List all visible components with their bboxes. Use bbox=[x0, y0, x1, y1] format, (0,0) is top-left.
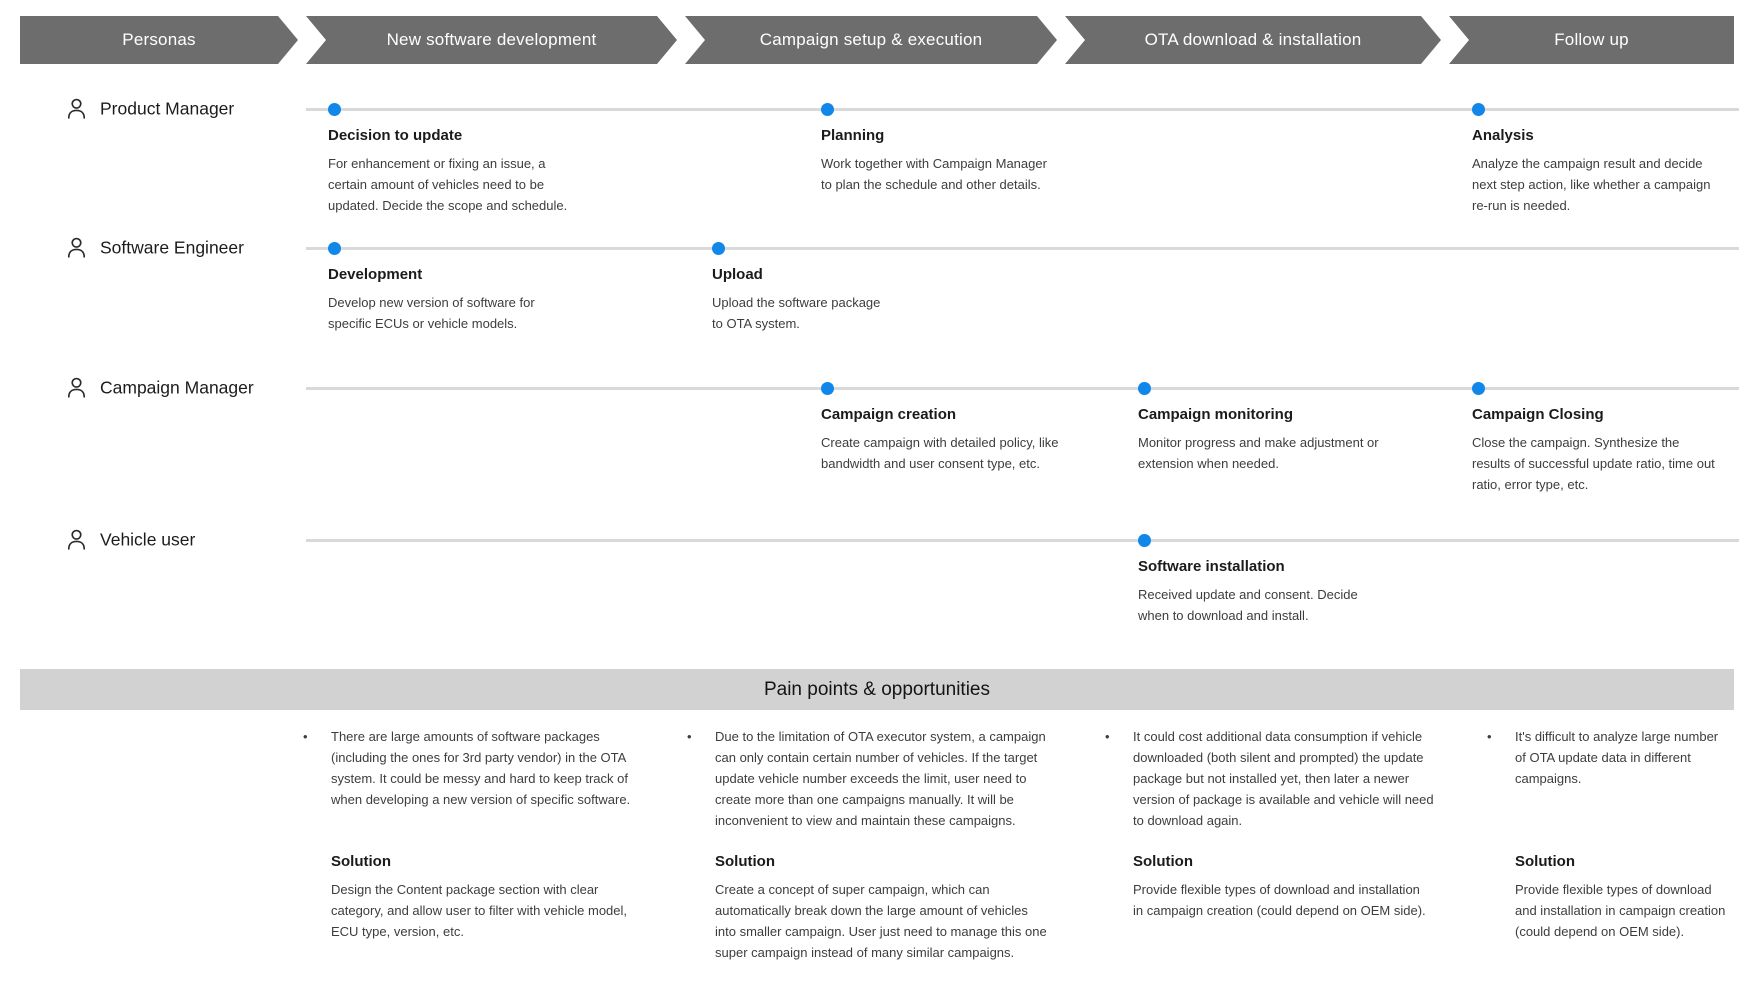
persona: Software Engineer bbox=[64, 236, 244, 261]
phase-segment-ota-download: OTA download & installation bbox=[1065, 16, 1441, 64]
person-icon bbox=[64, 236, 89, 261]
pain-column-4: • It's difficult to analyze large number… bbox=[1487, 726, 1747, 939]
milestone-dot bbox=[1138, 534, 1151, 547]
phase-segment-campaign-setup: Campaign setup & execution bbox=[685, 16, 1057, 64]
solution-heading: Solution bbox=[1133, 853, 1193, 870]
step-description: Upload the software package to OTA syste… bbox=[712, 295, 881, 331]
step-title: Analysis bbox=[1472, 127, 1534, 144]
pain-text: It's difficult to analyze large number o… bbox=[1515, 729, 1719, 786]
phase-label: Personas bbox=[122, 30, 196, 49]
step-title: Campaign Closing bbox=[1472, 406, 1604, 423]
phase-segment-follow-up: Follow up bbox=[1449, 16, 1734, 64]
bullet-icon: • bbox=[1105, 729, 1110, 744]
phase-segment-development: New software development bbox=[306, 16, 677, 64]
persona-label: Product Manager bbox=[100, 98, 235, 119]
solution-heading: Solution bbox=[331, 853, 391, 870]
person-icon bbox=[64, 376, 89, 401]
persona: Vehicle user bbox=[64, 528, 195, 553]
step-description: Develop new version of software for spec… bbox=[328, 295, 535, 331]
step-title: Campaign monitoring bbox=[1138, 406, 1293, 423]
solution-block: Solution Design the Content package sect… bbox=[331, 852, 627, 942]
person-icon bbox=[64, 528, 89, 553]
timeline-line bbox=[306, 108, 1739, 111]
persona-label: Campaign Manager bbox=[100, 377, 254, 398]
milestone-dot bbox=[1138, 382, 1151, 395]
milestone-dot bbox=[821, 382, 834, 395]
solution-text: Provide flexible types of download and i… bbox=[1515, 882, 1726, 939]
persona: Campaign Manager bbox=[64, 376, 254, 401]
solution-text: Provide flexible types of download and i… bbox=[1133, 882, 1426, 918]
pain-points-banner: Pain points & opportunities bbox=[20, 669, 1734, 710]
pain-text: There are large amounts of software pack… bbox=[331, 729, 631, 807]
bullet-icon: • bbox=[687, 729, 692, 744]
pain-column-1: • There are large amounts of software pa… bbox=[303, 726, 663, 939]
solution-text: Create a concept of super campaign, whic… bbox=[715, 882, 1047, 960]
solution-block: Solution Create a concept of super campa… bbox=[715, 852, 1047, 963]
step-title: Development bbox=[328, 266, 423, 283]
milestone-dot bbox=[712, 242, 725, 255]
person-icon bbox=[64, 97, 89, 122]
persona: Product Manager bbox=[64, 97, 234, 122]
pain-column-2: • Due to the limitation of OTA executor … bbox=[687, 726, 1077, 960]
step-title: Software installation bbox=[1138, 558, 1285, 575]
solution-text: Design the Content package section with … bbox=[331, 882, 628, 939]
phase-label: New software development bbox=[386, 30, 597, 49]
step-analysis: Analysis Analyze the campaign result and… bbox=[1472, 126, 1710, 216]
phase-label: OTA download & installation bbox=[1144, 30, 1362, 49]
phase-segment-personas: Personas bbox=[20, 16, 298, 64]
step-title: Upload bbox=[712, 266, 763, 283]
step-title: Decision to update bbox=[328, 127, 463, 144]
step-planning: Planning Work together with Campaign Man… bbox=[821, 126, 1047, 195]
milestone-dot bbox=[1472, 382, 1485, 395]
persona-label: Software Engineer bbox=[100, 237, 244, 258]
step-development: Development Develop new version of softw… bbox=[328, 265, 535, 334]
milestone-dot bbox=[821, 103, 834, 116]
step-campaign-closing: Campaign Closing Close the campaign. Syn… bbox=[1472, 405, 1715, 495]
timeline-line bbox=[306, 387, 1739, 390]
persona-label: Vehicle user bbox=[100, 529, 196, 550]
solution-heading: Solution bbox=[715, 853, 775, 870]
bullet-icon: • bbox=[1487, 729, 1492, 744]
step-decision-to-update: Decision to update For enhancement or fi… bbox=[328, 126, 567, 216]
solution-block: Solution Provide flexible types of downl… bbox=[1133, 852, 1426, 921]
step-description: For enhancement or fixing an issue, a ce… bbox=[328, 156, 568, 213]
step-description: Create campaign with detailed policy, li… bbox=[821, 435, 1059, 471]
step-title: Planning bbox=[821, 127, 885, 144]
milestone-dot bbox=[328, 103, 341, 116]
step-description: Monitor progress and make adjustment or … bbox=[1138, 435, 1379, 471]
bullet-icon: • bbox=[303, 729, 308, 744]
step-title: Campaign creation bbox=[821, 406, 957, 423]
phase-label: Follow up bbox=[1554, 30, 1629, 49]
pain-column-3: • It could cost additional data consumpt… bbox=[1105, 726, 1475, 918]
step-campaign-monitoring: Campaign monitoring Monitor progress and… bbox=[1138, 405, 1379, 474]
step-description: Analyze the campaign result and decide n… bbox=[1472, 156, 1711, 213]
solution-block: Solution Provide flexible types of downl… bbox=[1515, 852, 1725, 942]
phase-label: Campaign setup & execution bbox=[759, 30, 983, 49]
timeline-line bbox=[306, 247, 1739, 250]
step-software-installation: Software installation Received update an… bbox=[1138, 557, 1358, 626]
step-upload: Upload Upload the software package to OT… bbox=[712, 265, 880, 334]
step-description: Close the campaign. Synthesize the resul… bbox=[1472, 435, 1715, 492]
milestone-dot bbox=[1472, 103, 1485, 116]
step-description: Work together with Campaign Manager to p… bbox=[821, 156, 1047, 192]
milestone-dot bbox=[328, 242, 341, 255]
pain-points-title: Pain points & opportunities bbox=[763, 678, 991, 700]
solution-heading: Solution bbox=[1515, 853, 1575, 870]
timeline-line bbox=[306, 539, 1739, 542]
pain-text: Due to the limitation of OTA executor sy… bbox=[715, 729, 1046, 828]
pain-text: It could cost additional data consumptio… bbox=[1133, 729, 1434, 828]
step-description: Received update and consent. Decide when… bbox=[1138, 587, 1358, 623]
step-campaign-creation: Campaign creation Create campaign with d… bbox=[821, 405, 1059, 474]
